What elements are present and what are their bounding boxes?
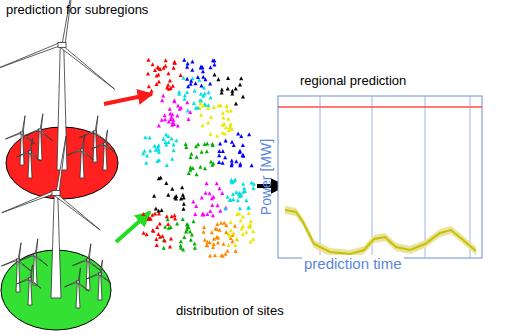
caption-label: regional prediction (300, 74, 406, 89)
prediction-curve (285, 210, 476, 254)
capacity-line (278, 106, 482, 108)
caption-label: distribution of sites (176, 304, 284, 319)
uncertainty-band (285, 206, 476, 258)
site-scatter (141, 58, 256, 258)
green-arrow (116, 212, 150, 242)
wind-turbines (0, 0, 116, 308)
axis-label: prediction time (302, 255, 404, 272)
caption-label: prediction for subregions (6, 3, 148, 18)
chart-frame (278, 96, 482, 258)
red-arrow (104, 94, 152, 104)
axis-label: Power [MW] (258, 139, 274, 215)
